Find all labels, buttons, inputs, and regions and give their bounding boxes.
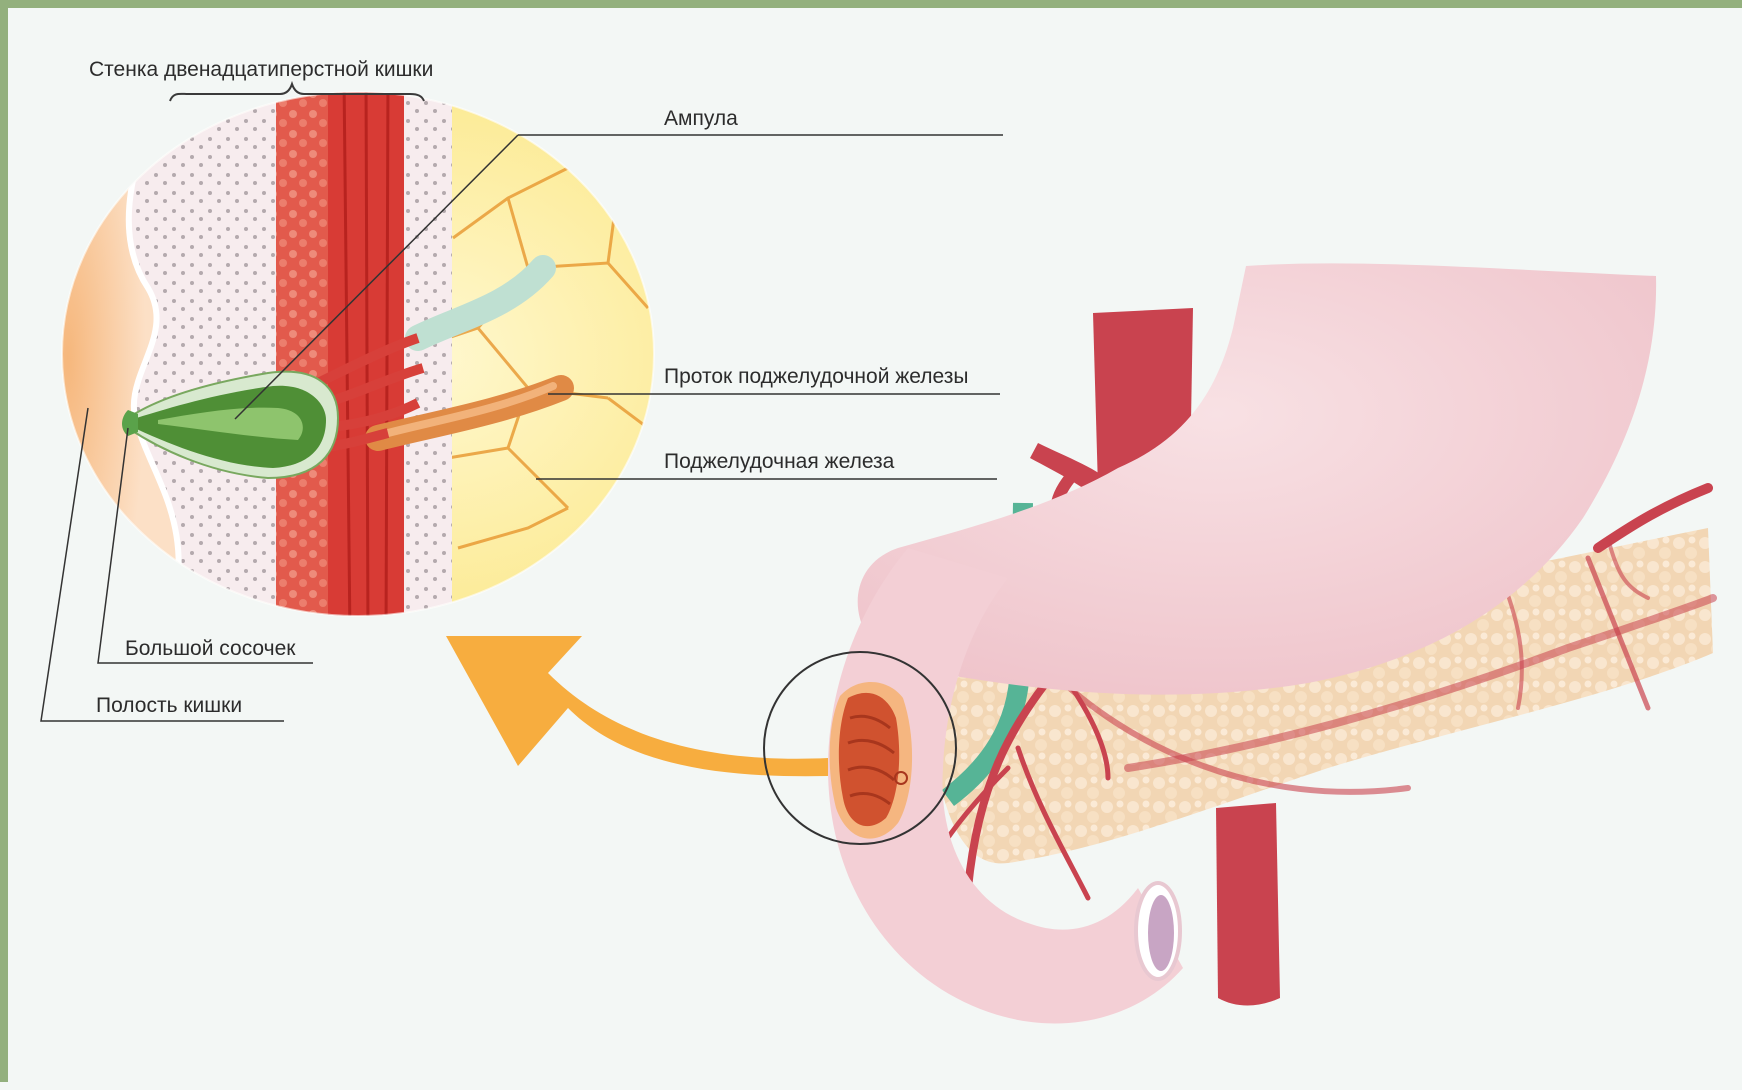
label-ampulla: Ампула xyxy=(664,108,738,129)
zoom-arrow xyxy=(446,636,828,776)
label-intestinal-lumen: Полость кишки xyxy=(96,695,242,716)
anatomy-illustration xyxy=(8,8,1742,1090)
magnified-view xyxy=(48,78,688,638)
label-pancreatic-duct: Проток поджелудочной железы xyxy=(664,366,968,387)
label-major-papilla: Большой сосочек xyxy=(125,638,295,659)
label-duodenal-wall: Стенка двенадцатиперстной кишки xyxy=(89,59,433,80)
label-pancreas: Поджелудочная железа xyxy=(664,451,894,472)
